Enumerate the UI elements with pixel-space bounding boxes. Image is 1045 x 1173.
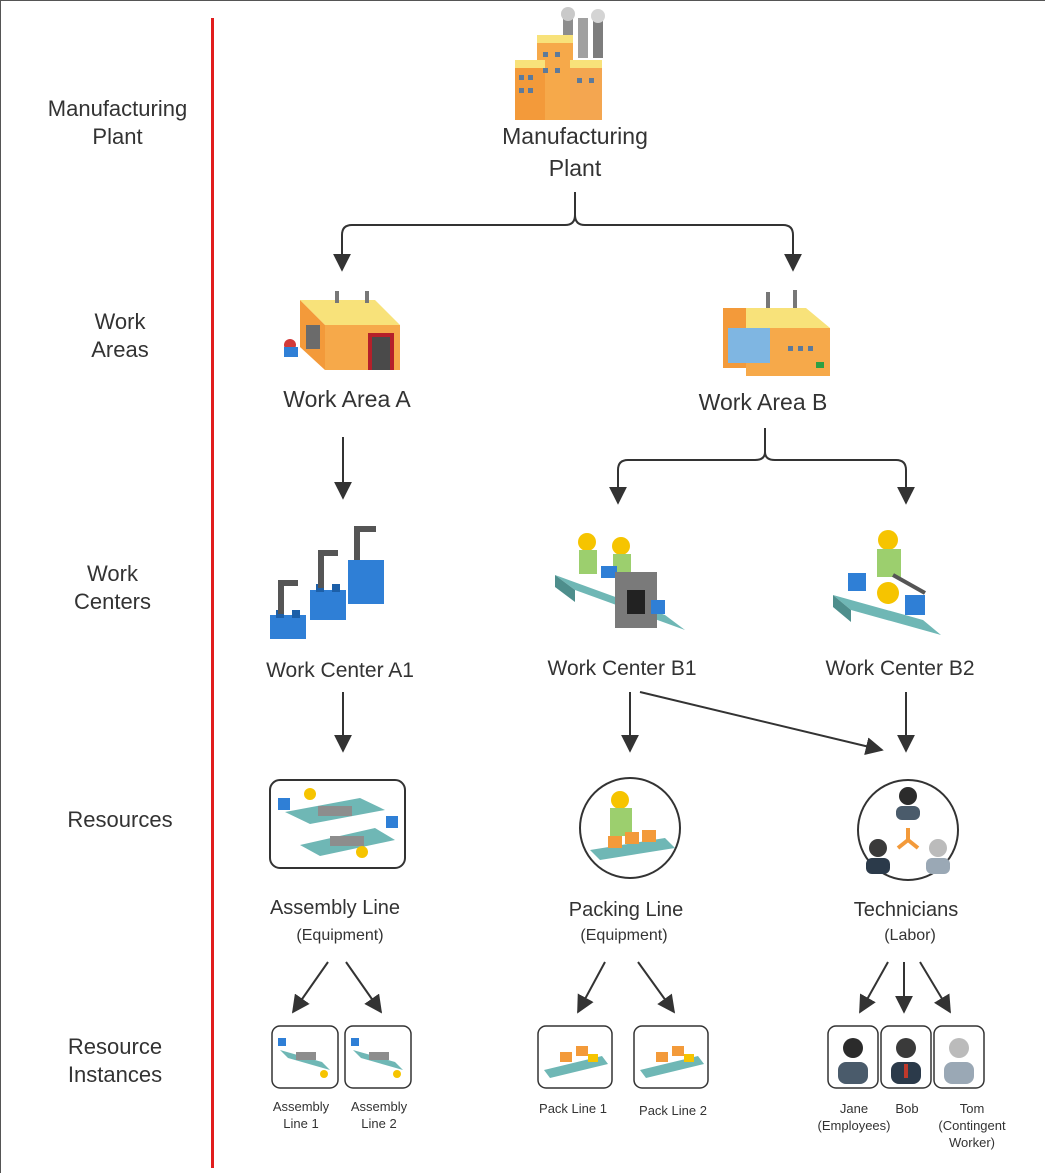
level-label-work-centers: Work Centers <box>73 561 152 614</box>
instance-label-pack-line-1: Pack Line 1 <box>539 1101 607 1116</box>
connector-technicians-to-jane <box>859 961 889 1014</box>
connector-work-area-b-to-wc-b2 <box>764 451 915 505</box>
level-label-resources: Resources <box>67 807 173 832</box>
instance-label-bob: Bob <box>895 1101 919 1116</box>
factory-icon <box>515 7 605 120</box>
instance-label-tom: Tom (Contingent Worker) <box>938 1101 1006 1150</box>
connector-plant-brace <box>333 192 576 272</box>
machinery-icon <box>270 526 384 639</box>
node-label-work-center-b2: Work Center B2 <box>825 657 975 680</box>
instance-label-assembly-line-1: Assembly Line 1 <box>272 1099 330 1131</box>
jane-avatar-icon <box>827 1025 879 1089</box>
assembly-line-icon <box>269 779 406 869</box>
instance-label-assembly-line-2: Assembly Line 2 <box>350 1099 408 1131</box>
tom-avatar-icon <box>933 1025 985 1089</box>
instance-label-jane: Jane (Employees) <box>817 1101 891 1133</box>
node-label-work-center-b1: Work Center B1 <box>547 657 697 680</box>
node-label-manufacturing-plant: Manufacturing Plant <box>502 123 648 181</box>
warehouse-icon <box>284 291 400 370</box>
assembly-line-1-icon <box>271 1025 339 1089</box>
connector-work-area-b-brace <box>609 428 766 505</box>
node-label-work-area-b: Work Area B <box>698 389 828 415</box>
level-label-work-areas: Work Areas <box>91 309 149 362</box>
assembly-workers-icon <box>555 533 685 630</box>
connectors <box>291 192 951 1014</box>
level-label-resource-instances: Resource Instances <box>67 1034 163 1087</box>
pack-line-1-icon <box>537 1025 613 1089</box>
connector-wc-b1-to-technicians <box>639 691 884 755</box>
node-label-technicians: Technicians <box>853 899 959 921</box>
node-label-packing-line: Packing Line <box>568 899 684 921</box>
assembly-line-2-icon <box>344 1025 412 1089</box>
node-label-technicians-type: (Labor) <box>884 927 936 944</box>
node-label-assembly-line-type: (Equipment) <box>296 927 384 944</box>
connector-plant-to-work-area-b <box>574 214 802 272</box>
packing-line-icon <box>579 777 681 879</box>
connector-packing-to-line-2 <box>637 961 676 1014</box>
connector-packing-to-line-1 <box>577 961 606 1014</box>
connector-technicians-to-tom <box>919 961 951 1014</box>
node-label-assembly-line: Assembly Line <box>269 897 401 919</box>
connector-assembly-to-line-2 <box>345 961 383 1014</box>
level-label-manufacturing-plant: Manufacturing Plant <box>47 96 188 149</box>
node-label-work-area-a: Work Area A <box>283 386 411 412</box>
node-label-work-center-a1: Work Center A1 <box>266 659 414 682</box>
instance-label-pack-line-2: Pack Line 2 <box>639 1103 707 1118</box>
team-icon <box>857 779 959 881</box>
pack-line-2-icon <box>633 1025 709 1089</box>
warehouse-icon <box>723 290 830 376</box>
bob-avatar-icon <box>880 1025 932 1089</box>
node-label-packing-line-type: (Equipment) <box>580 927 668 944</box>
connector-assembly-to-line-1 <box>291 961 329 1014</box>
conveyor-worker-icon <box>833 530 941 635</box>
level-divider <box>211 18 214 1168</box>
